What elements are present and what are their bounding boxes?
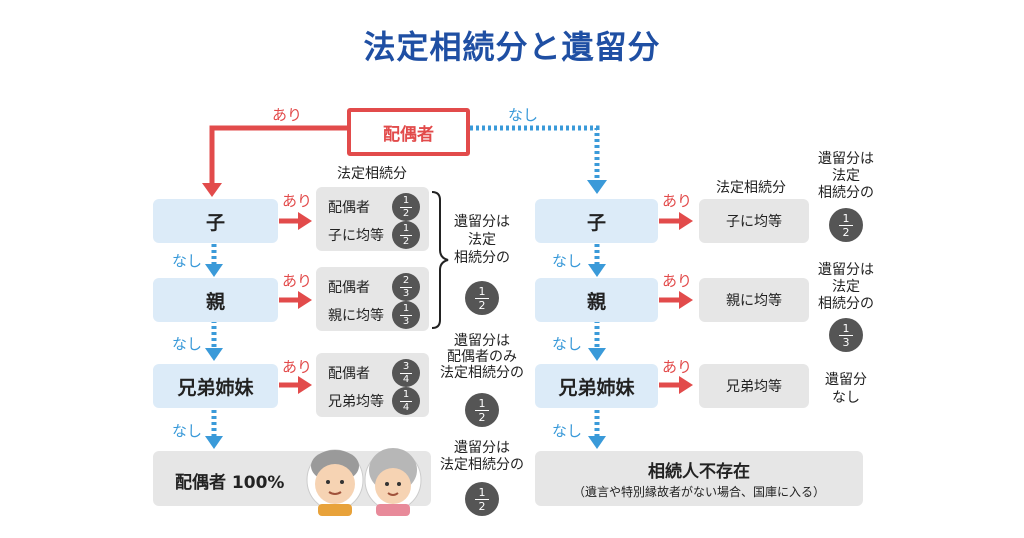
left-parent-box: 親 — [153, 278, 278, 322]
no-heirs-note: （遺言や特別縁故者がない場合、国庫に入る） — [572, 485, 825, 499]
right-nashi-3: なし — [552, 422, 583, 440]
spouse-no-label: なし — [508, 106, 539, 124]
right-nashi-1: なし — [552, 252, 583, 270]
no-heirs-title: 相続人不存在 — [648, 462, 750, 482]
right-iryu-note-child: 遺留分は法定相続分の — [818, 151, 874, 201]
page-title: 法定相続分と遺留分 — [363, 28, 661, 66]
right-parent-box: 親 — [535, 278, 658, 322]
left-child-box: 子 — [153, 199, 278, 243]
share-text: 配偶者 — [328, 280, 370, 296]
left-houtei-header: 法定相続分 — [337, 166, 407, 182]
left-nashi-3: なし — [172, 422, 203, 440]
share-text: 兄弟均等 — [328, 394, 384, 410]
left-ari-2: あり — [282, 272, 313, 290]
left-iryu-note-1: 遺留分は法定相続分の — [454, 214, 510, 266]
right-iryu-note-sibling: 遺留分なし — [825, 372, 867, 406]
right-sibling-box: 兄弟姉妹 — [535, 364, 658, 408]
right-houtei-header: 法定相続分 — [716, 180, 786, 196]
elderly-couple-illustration — [306, 448, 422, 516]
right-ari-3: あり — [662, 358, 693, 376]
right-share-child: 子に均等 — [699, 199, 809, 243]
right-ari-2: あり — [662, 272, 693, 290]
right-share-parent: 親に均等 — [699, 278, 809, 322]
left-nashi-2: なし — [172, 335, 203, 353]
right-share-sibling: 兄弟均等 — [699, 364, 809, 408]
right-child-box: 子 — [535, 199, 658, 243]
left-nashi-1: なし — [172, 252, 203, 270]
right-nashi-2: なし — [552, 335, 583, 353]
share-text: 配偶者 — [328, 366, 370, 382]
left-ari-1: あり — [282, 192, 313, 210]
no-heirs-box: 相続人不存在 （遺言や特別縁故者がない場合、国庫に入る） — [535, 451, 863, 506]
share-text: 配偶者 — [328, 200, 370, 216]
spouse-yes-label: あり — [272, 106, 303, 124]
left-iryu-note-3: 遺留分は法定相続分の — [440, 440, 524, 473]
left-iryu-note-2: 遺留分は配偶者のみ法定相続分の — [440, 333, 524, 381]
left-ari-3: あり — [282, 358, 313, 376]
spouse-only-label: 配偶者 100% — [175, 473, 285, 493]
right-ari-1: あり — [662, 192, 693, 210]
right-iryu-note-parent: 遺留分は法定相続分の — [818, 262, 874, 312]
spouse-box: 配偶者 — [347, 108, 470, 156]
share-text: 子に均等 — [328, 228, 384, 244]
share-text: 親に均等 — [328, 308, 384, 324]
left-sibling-box: 兄弟姉妹 — [153, 364, 278, 408]
